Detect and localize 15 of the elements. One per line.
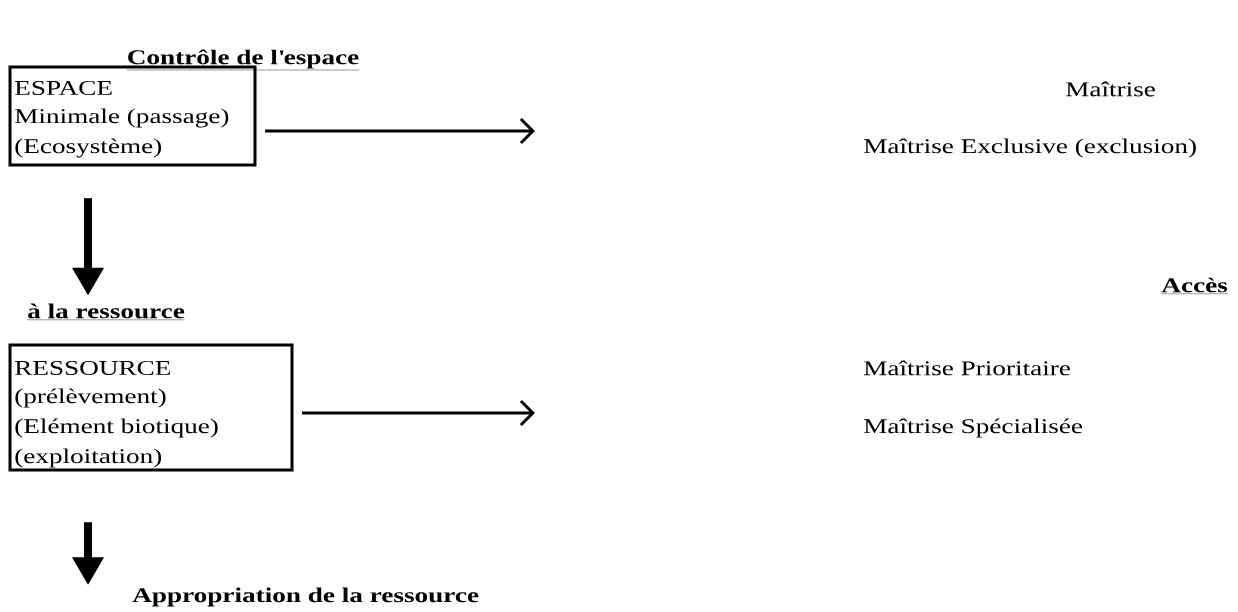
node-label: RESSOURCE	[14, 360, 171, 376]
label: Maîtrise Spécialisée	[864, 418, 1083, 438]
caption-text: Appropriation de la ressource	[132, 587, 479, 607]
label: Maîtrise Prioritaire	[864, 360, 1070, 376]
label: Maîtrise	[1066, 81, 1155, 97]
arrow	[265, 117, 535, 145]
arrow	[302, 399, 535, 427]
text-box: RESSOURCE (prélèvement) (Elément biotique) (exploitation)	[8, 343, 294, 472]
heading: à la ressource	[27, 303, 186, 320]
node-label: (Elément biotique)	[15, 418, 218, 438]
text-box: ESPACE Minimale (passage) (Ecosystème)	[8, 65, 257, 167]
label: Maîtrise Exclusive (exclusion)	[864, 138, 1196, 158]
node-label: (prélèvement)	[15, 388, 166, 408]
label: Accès	[1161, 277, 1228, 294]
node-label: (exploitation)	[15, 448, 162, 468]
